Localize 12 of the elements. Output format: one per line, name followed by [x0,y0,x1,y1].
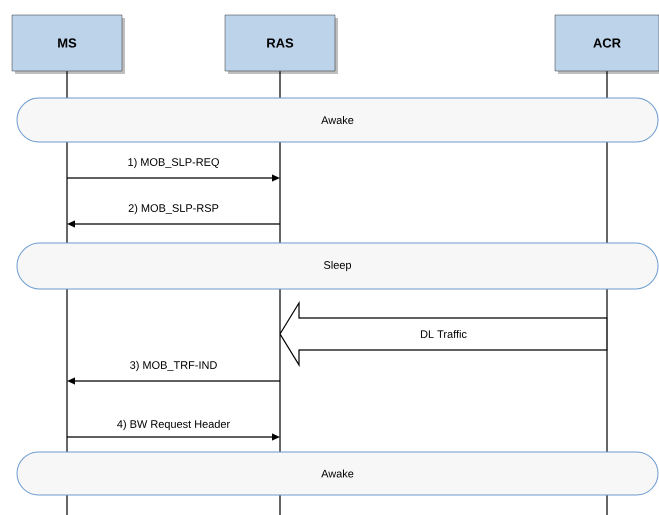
actor-box: RAS [224,14,338,74]
block-arrow [279,300,608,368]
state-band: Sleep [16,242,658,290]
edge-label: 3) MOB_TRF-IND [128,360,218,372]
actor-box: ACR [554,14,659,74]
state-band: Awake [16,452,658,496]
actor-box: MS [12,14,125,74]
state-band: Awake [16,98,658,142]
edge-label: DL Traffic [419,328,468,340]
edge-label: 4) BW Request Header [116,418,232,432]
edge-label: 2) MOB_SLP-RSP [127,202,220,216]
edge-label: 1) MOB_SLP-REQ [126,156,220,170]
